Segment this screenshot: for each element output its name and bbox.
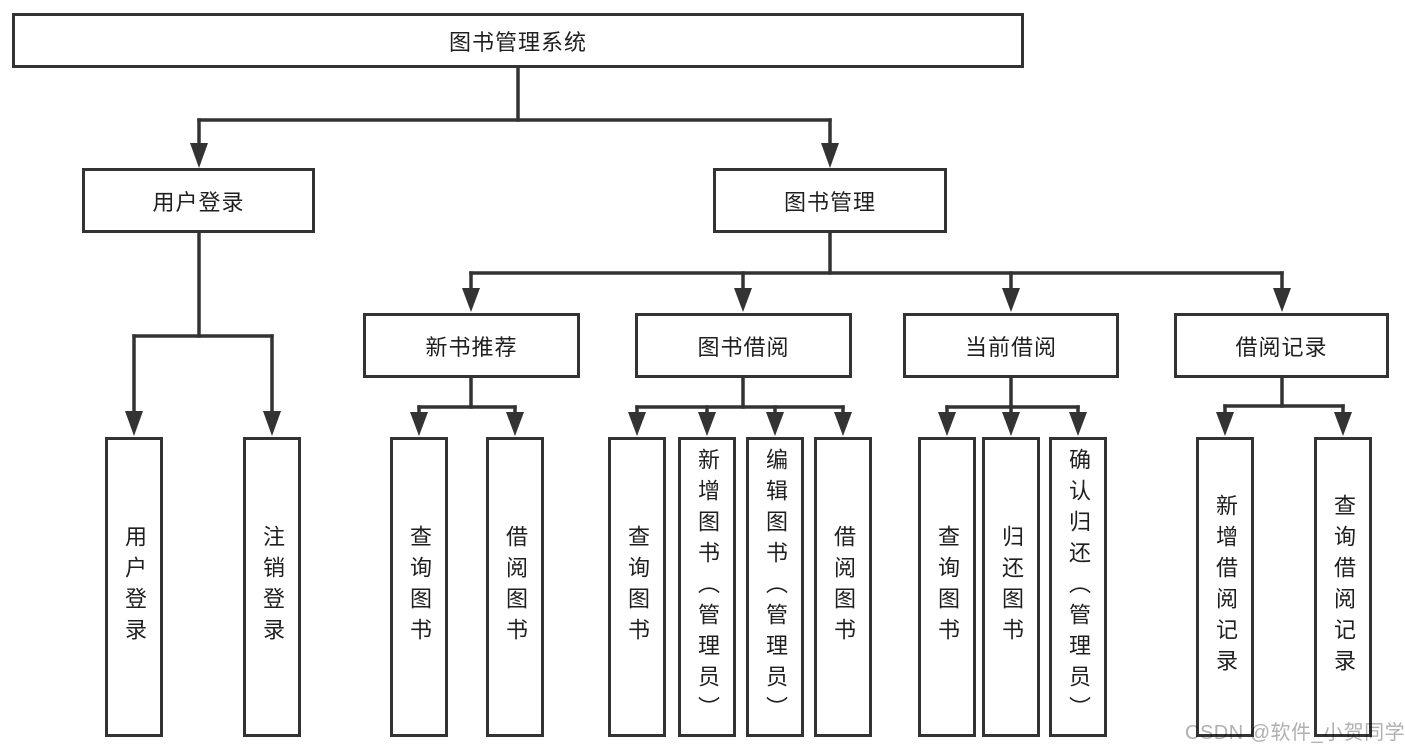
node-new-book-recommend-label: 新书推荐 bbox=[425, 334, 518, 360]
node-root-label: 图书管理系统 bbox=[448, 29, 587, 55]
leaf-add-borrow-record-label: 新增借阅记录 bbox=[1213, 494, 1238, 680]
node-new-book-recommend: 新书推荐 bbox=[363, 313, 580, 378]
node-user-login-label: 用户登录 bbox=[152, 189, 245, 215]
leaf-add-borrow-record: 新增借阅记录 bbox=[1196, 437, 1254, 737]
node-book-borrow: 图书借阅 bbox=[635, 313, 852, 378]
csdn-watermark: CSDN @软件_小贺同学 bbox=[1185, 722, 1405, 744]
leaf-confirm-return-admin-label: 确认归还（管理员） bbox=[1066, 447, 1091, 727]
leaf-borrow-books-2: 借阅图书 bbox=[814, 437, 872, 737]
leaf-query-books-2: 查询图书 bbox=[608, 437, 666, 737]
leaf-logout-label: 注销登录 bbox=[260, 525, 285, 649]
leaf-confirm-return-admin: 确认归还（管理员） bbox=[1049, 437, 1107, 737]
leaf-borrow-books-2-label: 借阅图书 bbox=[831, 525, 856, 649]
node-book-management-label: 图书管理 bbox=[783, 189, 876, 215]
leaf-edit-book-admin-label: 编辑图书（管理员） bbox=[763, 447, 788, 727]
node-root-system: 图书管理系统 bbox=[12, 13, 1024, 68]
leaf-user-login-label: 用户登录 bbox=[122, 525, 147, 649]
node-user-login: 用户登录 bbox=[82, 168, 315, 233]
leaf-query-borrow-record-label: 查询借阅记录 bbox=[1331, 494, 1356, 680]
node-current-borrow-label: 当前借阅 bbox=[964, 334, 1057, 360]
leaf-query-books-2-label: 查询图书 bbox=[625, 525, 650, 649]
node-borrow-records-label: 借阅记录 bbox=[1235, 334, 1328, 360]
leaf-query-books-3-label: 查询图书 bbox=[935, 525, 960, 649]
leaf-query-books-1-label: 查询图书 bbox=[407, 525, 432, 649]
leaf-user-login: 用户登录 bbox=[105, 437, 163, 737]
arrowheads bbox=[125, 143, 1352, 436]
leaf-logout: 注销登录 bbox=[243, 437, 301, 737]
leaf-query-books-1: 查询图书 bbox=[390, 437, 448, 737]
node-current-borrow: 当前借阅 bbox=[903, 313, 1119, 378]
leaf-query-books-3: 查询图书 bbox=[918, 437, 976, 737]
leaf-add-book-admin-label: 新增图书（管理员） bbox=[695, 447, 720, 727]
node-book-borrow-label: 图书借阅 bbox=[697, 334, 790, 360]
leaf-borrow-books-1: 借阅图书 bbox=[486, 437, 544, 737]
leaf-query-borrow-record: 查询借阅记录 bbox=[1314, 437, 1372, 737]
leaf-borrow-books-1-label: 借阅图书 bbox=[503, 525, 528, 649]
leaf-return-books-label: 归还图书 bbox=[999, 525, 1024, 649]
node-book-management: 图书管理 bbox=[713, 168, 947, 233]
node-borrow-records: 借阅记录 bbox=[1174, 313, 1389, 378]
leaf-add-book-admin: 新增图书（管理员） bbox=[678, 437, 736, 737]
leaf-return-books: 归还图书 bbox=[982, 437, 1040, 737]
leaf-edit-book-admin: 编辑图书（管理员） bbox=[746, 437, 804, 737]
